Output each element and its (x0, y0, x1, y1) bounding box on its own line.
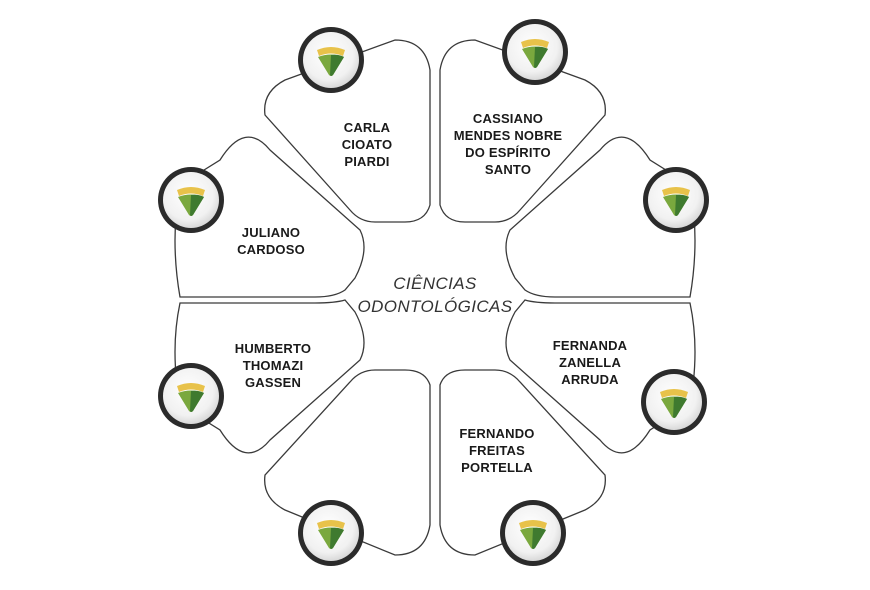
name-line: ARRUDA (561, 372, 619, 387)
name-line: HUMBERTO (234, 341, 312, 356)
petal-humberto (174, 299, 365, 454)
badge-humberto (158, 363, 224, 429)
name-line: FERNANDA (552, 338, 628, 353)
name-line: JULIANO (241, 225, 301, 240)
name-line: SANTO (484, 162, 532, 177)
center-title: CIÊNCIAS ODONTOLÓGICAS (335, 272, 535, 318)
member-label-humberto: HUMBERTO THOMAZI GASSEN (198, 340, 348, 391)
name-line: FREITAS (468, 443, 526, 458)
name-line: PIARDI (344, 154, 390, 169)
name-line: DO ESPÍRITO (465, 145, 551, 160)
petal-cassiano (439, 39, 606, 223)
center-title-line-2: ODONTOLÓGICAS (357, 297, 513, 316)
member-label-carla: CARLA CIOATO PIARDI (292, 119, 442, 170)
name-line: GASSEN (244, 375, 302, 390)
name-line: FERNANDO (459, 426, 535, 441)
name-line: ZANELLA (558, 355, 622, 370)
badge-lower-left (298, 500, 364, 566)
petal-upper-right (505, 136, 696, 298)
name-line: PORTELLA (461, 460, 533, 475)
petal-fernando (439, 369, 606, 556)
name-line: CIOATO (341, 137, 393, 152)
badge-upper-right (643, 167, 709, 233)
name-line: CARDOSO (237, 242, 305, 257)
badge-fernanda (641, 369, 707, 435)
petal-juliano (174, 136, 365, 298)
center-title-line-1: CIÊNCIAS (393, 274, 477, 293)
member-label-juliano: JULIANO CARDOSO (196, 224, 346, 258)
name-line: CARLA (343, 120, 391, 135)
badge-carla (298, 27, 364, 93)
member-label-fernanda: FERNANDA ZANELLA ARRUDA (515, 337, 665, 388)
badge-juliano (158, 167, 224, 233)
name-line: THOMAZI (242, 358, 304, 373)
member-label-cassiano: CASSIANO MENDES NOBRE DO ESPÍRITO SANTO (433, 110, 583, 178)
name-line: MENDES NOBRE (453, 128, 563, 143)
badge-fernando (500, 500, 566, 566)
name-line: CASSIANO (472, 111, 544, 126)
member-label-fernando: FERNANDO FREITAS PORTELLA (422, 425, 572, 476)
badge-cassiano (502, 19, 568, 85)
petal-lower-left (264, 369, 431, 556)
petal-carla (264, 39, 431, 223)
